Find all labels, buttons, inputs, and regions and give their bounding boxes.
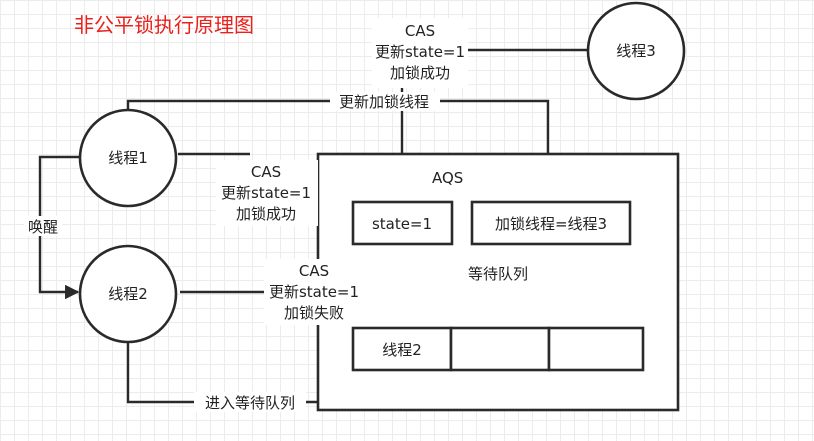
enter-queue-label: 进入等待队列 [205,394,295,412]
aqs-label: AQS [432,169,463,187]
wakeup-label: 唤醒 [28,218,58,236]
thread1-text: 线程1 [108,149,148,167]
cas-top-line1: CAS [405,22,435,40]
queue-cell-3 [547,326,645,372]
thread2-text: 线程2 [108,285,148,303]
thread1-node [78,108,178,208]
cas-fail-line3: 加锁失败 [284,304,344,322]
update-lock-thread-label: 更新加锁线程 [339,93,429,111]
cas-top-line3: 加锁成功 [390,64,450,82]
lock-thread-text: 加锁线程=线程3 [495,215,607,233]
cas-fail-line2: 更新state=1 [269,283,359,301]
lock-thread-box [470,200,632,246]
thread3-text: 线程3 [616,42,656,60]
diagram-title: 非公平锁执行原理图 [74,13,254,37]
cas-mid-line3: 加锁成功 [236,205,296,223]
wait-queue-label: 等待队列 [468,265,528,283]
thread2-node [78,244,178,344]
queue-cell-2 [449,326,551,372]
state-text: state=1 [372,215,432,233]
state-box [351,200,454,246]
thread3-node [586,1,686,101]
cas-mid-line2: 更新state=1 [221,184,311,202]
cas-fail-line1: CAS [299,262,329,280]
cas-mid-line1: CAS [251,163,281,181]
queue-cell-1-text: 线程2 [382,341,422,359]
cas-top-line2: 更新state=1 [375,43,465,61]
